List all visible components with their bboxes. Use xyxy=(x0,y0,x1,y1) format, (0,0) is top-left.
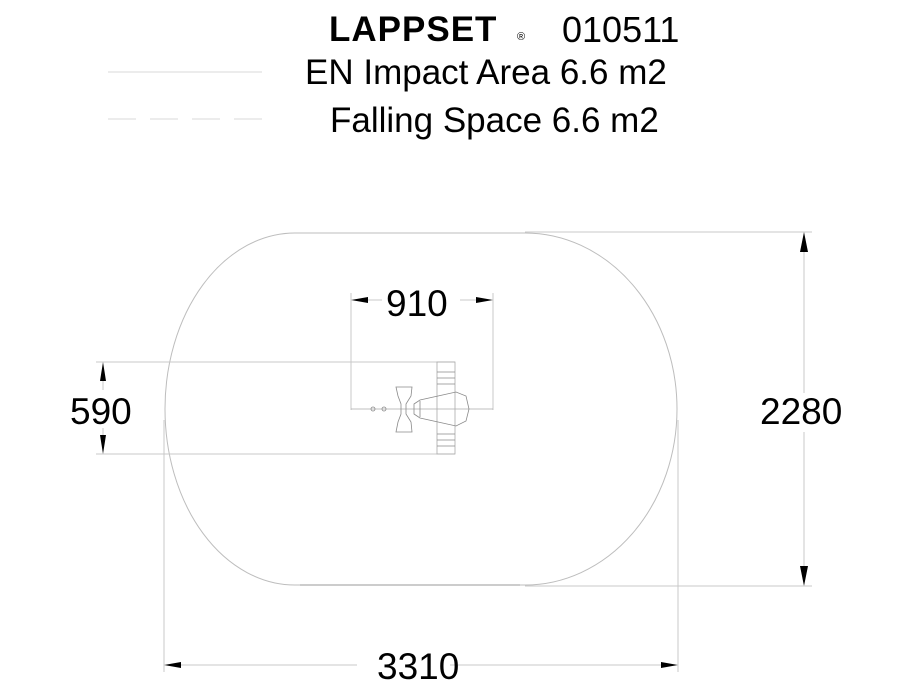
brand-logo: LAPPSET xyxy=(329,10,498,49)
legend-impact-area-label: EN Impact Area 6.6 m2 xyxy=(305,53,667,92)
legend-falling-space-label: Falling Space 6.6 m2 xyxy=(330,101,659,140)
equipment-top-view xyxy=(351,361,493,455)
arrow-up-icon xyxy=(800,232,808,252)
arrow-right-icon xyxy=(476,297,493,303)
dimension-label-590: 590 xyxy=(70,391,132,432)
arrow-left-icon xyxy=(351,297,368,303)
arrow-up-icon xyxy=(100,362,106,381)
registered-mark: ® xyxy=(517,31,526,43)
dimension-label-2280: 2280 xyxy=(760,391,843,432)
arrow-down-icon xyxy=(800,566,808,586)
dimension-label-910: 910 xyxy=(386,283,448,324)
arrow-down-icon xyxy=(100,435,106,454)
product-code: 010511 xyxy=(562,9,680,50)
arrow-right-icon xyxy=(661,662,678,668)
dimension-label-3310: 3310 xyxy=(377,646,460,687)
arrow-left-icon xyxy=(164,662,181,668)
impact-area-outline xyxy=(164,232,678,586)
